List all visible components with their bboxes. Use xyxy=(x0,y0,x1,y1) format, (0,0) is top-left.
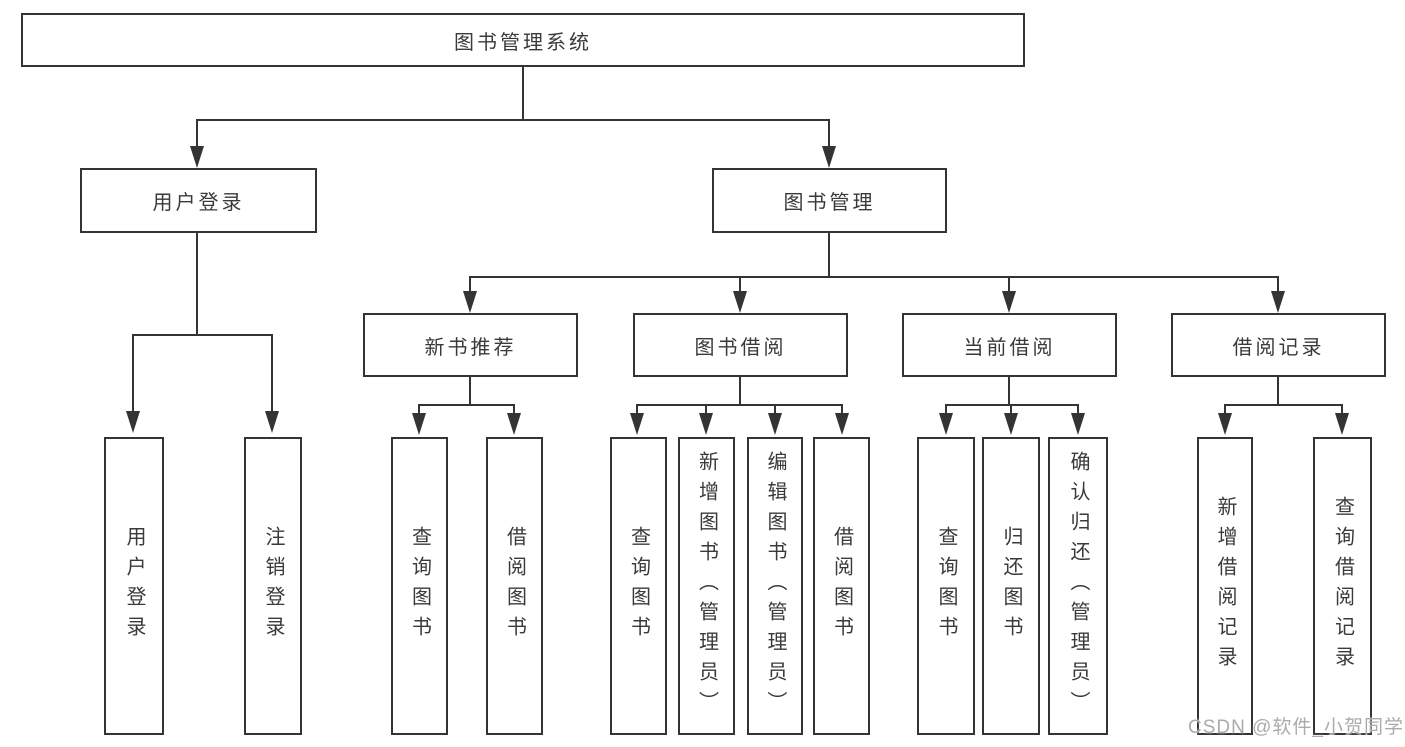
node-borrow-record-label: 借阅记录 xyxy=(1232,336,1325,359)
node-current-borrow-label: 当前借阅 xyxy=(963,336,1056,359)
arrow-down-icon xyxy=(126,411,140,433)
node-cb-confirm-return-label: 确认归还（管理员） xyxy=(1067,451,1089,721)
connector-line xyxy=(705,404,707,414)
arrow-down-icon xyxy=(733,291,747,313)
connector-line xyxy=(1008,377,1010,406)
connector-line xyxy=(739,276,741,292)
connector-line xyxy=(196,233,198,336)
node-bb-edit-book-label: 编辑图书（管理员） xyxy=(764,451,786,721)
node-book-mgmt: 图书管理 xyxy=(712,168,947,233)
node-rec-query-book: 查询图书 xyxy=(391,437,448,735)
node-user-login-label: 用户登录 xyxy=(152,192,245,214)
node-rec-borrow-book-label: 借阅图书 xyxy=(503,526,526,646)
node-bb-edit-book: 编辑图书（管理员） xyxy=(747,437,803,735)
node-br-query-record: 查询借阅记录 xyxy=(1313,437,1372,735)
connector-line xyxy=(1224,404,1226,414)
node-borrow-record: 借阅记录 xyxy=(1171,313,1386,377)
connector-line xyxy=(739,377,741,406)
connector-line xyxy=(636,404,638,414)
arrow-down-icon xyxy=(463,291,477,313)
connector-line xyxy=(419,404,515,406)
node-root-label: 图书管理系统 xyxy=(454,31,592,54)
connector-line xyxy=(946,404,1078,406)
connector-line xyxy=(637,404,843,406)
arrow-down-icon xyxy=(190,146,204,168)
arrow-down-icon xyxy=(1071,413,1085,435)
node-cb-confirm-return: 确认归还（管理员） xyxy=(1048,437,1108,735)
connector-line xyxy=(133,334,273,336)
node-current-borrow: 当前借阅 xyxy=(902,313,1117,377)
connector-line xyxy=(197,119,830,121)
connector-line xyxy=(774,404,776,414)
node-bb-borrow-book-label: 借阅图书 xyxy=(830,526,853,646)
connector-line xyxy=(828,233,830,278)
node-cb-return-book-label: 归还图书 xyxy=(1000,526,1022,646)
connector-line xyxy=(470,276,1278,278)
node-br-add-record: 新增借阅记录 xyxy=(1197,437,1253,735)
node-bb-add-book: 新增图书（管理员） xyxy=(678,437,735,735)
connector-line xyxy=(522,67,524,121)
arrow-down-icon xyxy=(939,413,953,435)
arrow-down-icon xyxy=(822,146,836,168)
arrow-down-icon xyxy=(1004,413,1018,435)
arrow-down-icon xyxy=(1335,413,1349,435)
node-bb-add-book-label: 新增图书（管理员） xyxy=(695,451,718,721)
node-bb-borrow-book: 借阅图书 xyxy=(813,437,870,735)
connector-line xyxy=(841,404,843,414)
arrow-down-icon xyxy=(699,413,713,435)
connector-line xyxy=(1277,276,1279,292)
arrow-down-icon xyxy=(412,413,426,435)
connector-line xyxy=(469,276,471,292)
node-user-login: 用户登录 xyxy=(80,168,317,233)
arrow-down-icon xyxy=(1218,413,1232,435)
node-book-mgmt-label: 图书管理 xyxy=(783,192,876,214)
node-root: 图书管理系统 xyxy=(21,13,1025,67)
arrow-down-icon xyxy=(265,411,279,433)
connector-line xyxy=(1010,404,1012,414)
connector-line xyxy=(513,404,515,414)
connector-line xyxy=(1277,377,1279,406)
connector-line xyxy=(418,404,420,414)
arrow-down-icon xyxy=(507,413,521,435)
connector-line xyxy=(1008,276,1010,292)
arrow-down-icon xyxy=(768,413,782,435)
node-book-borrow-label: 图书借阅 xyxy=(694,336,787,359)
connector-line xyxy=(196,119,198,149)
connector-line xyxy=(828,119,830,149)
connector-line xyxy=(1077,404,1079,414)
connector-line xyxy=(469,377,471,406)
node-rec-borrow-book: 借阅图书 xyxy=(486,437,543,735)
connector-line xyxy=(271,334,273,411)
node-leaf-logout: 注销登录 xyxy=(244,437,302,735)
node-leaf-logout-label: 注销登录 xyxy=(262,526,284,646)
node-cb-query-book-label: 查询图书 xyxy=(935,526,957,646)
node-br-add-record-label: 新增借阅记录 xyxy=(1214,496,1236,676)
node-bb-query-book: 查询图书 xyxy=(610,437,667,735)
connector-line xyxy=(945,404,947,414)
watermark: CSDN @软件_小贺同学 xyxy=(1188,717,1404,738)
node-cb-query-book: 查询图书 xyxy=(917,437,975,735)
connector-line xyxy=(1341,404,1343,414)
node-book-borrow: 图书借阅 xyxy=(633,313,848,377)
node-new-book-rec-label: 新书推荐 xyxy=(424,336,517,359)
node-new-book-rec: 新书推荐 xyxy=(363,313,578,377)
node-br-query-record-label: 查询借阅记录 xyxy=(1331,496,1354,676)
arrow-down-icon xyxy=(835,413,849,435)
node-rec-query-book-label: 查询图书 xyxy=(408,526,431,646)
arrow-down-icon xyxy=(1002,291,1016,313)
node-bb-query-book-label: 查询图书 xyxy=(627,526,650,646)
arrow-down-icon xyxy=(1271,291,1285,313)
node-leaf-user-login-label: 用户登录 xyxy=(123,526,145,646)
node-leaf-user-login: 用户登录 xyxy=(104,437,164,735)
connector-line xyxy=(132,334,134,411)
connector-line xyxy=(1225,404,1343,406)
node-cb-return-book: 归还图书 xyxy=(982,437,1040,735)
arrow-down-icon xyxy=(630,413,644,435)
